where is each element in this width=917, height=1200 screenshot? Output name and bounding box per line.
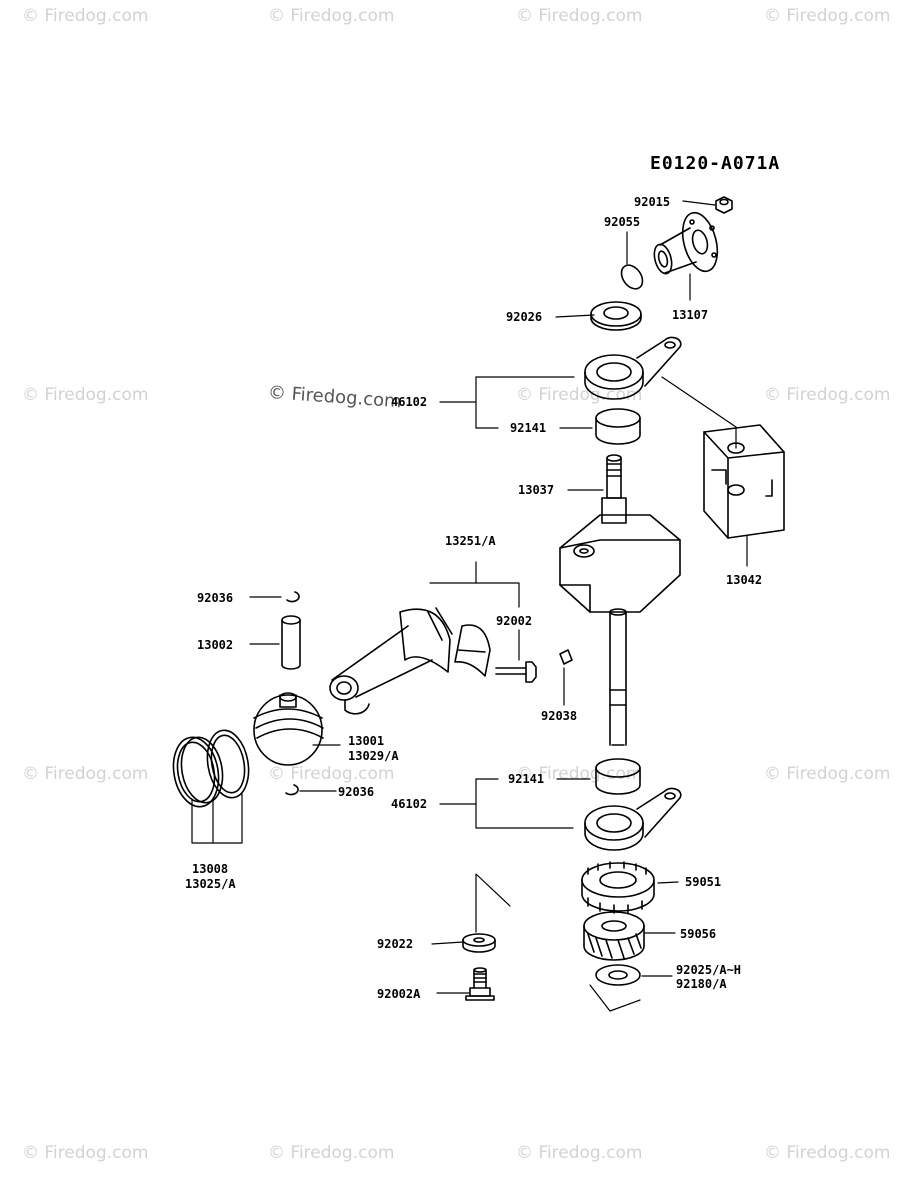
part-46102-balancer-top [584,336,682,400]
part-92038-key [559,649,573,665]
watermark: © Firedog.com [268,1143,395,1163]
part-92141-bushing-top [595,408,641,445]
part-label-92036-top[interactable]: 92036 [197,591,234,605]
part-59051-gear [581,861,655,914]
part-92036-clip-bottom [285,784,299,796]
part-label-92022[interactable]: 92022 [377,937,414,951]
part-92022-washer [462,933,496,953]
part-label-13042[interactable]: 13042 [726,573,763,587]
part-label-92015[interactable]: 92015 [634,195,671,209]
part-label-13037[interactable]: 13037 [518,483,555,497]
part-label-46102-top[interactable]: 46102 [391,395,428,409]
part-label-13025A[interactable]: 13025/A [185,877,236,891]
part-92025-washer [595,964,641,986]
part-59056-helical-gear [583,911,645,961]
part-92002-bolt [495,661,537,683]
part-label-13029A[interactable]: 13029/A [348,749,399,763]
watermark: © Firedog.com [516,6,643,26]
part-92036-clip-top [286,591,300,603]
part-92002A-bolt [465,967,495,1001]
part-label-59051[interactable]: 59051 [685,875,722,889]
diagram-code: E0120-A071A [650,153,781,174]
part-92055-oring [620,264,644,290]
watermark: © Firedog.com [22,1143,149,1163]
part-92015-nut [715,196,733,214]
part-label-59056[interactable]: 59056 [680,927,717,941]
part-92141-bushing-bottom [595,758,641,795]
part-13001-piston [253,692,324,766]
part-label-13008[interactable]: 13008 [192,862,229,876]
part-13037-crankshaft [559,454,681,746]
watermark: © Firedog.com [764,385,891,405]
part-46102-balancer-bottom [584,787,682,851]
part-label-92002A[interactable]: 92002A [377,987,421,1001]
part-label-92026[interactable]: 92026 [506,310,543,324]
watermark: © Firedog.com [22,6,149,26]
part-13042-weight-block [703,424,785,539]
part-13002-piston-pin [281,615,301,670]
part-92026-washer [590,301,642,331]
part-label-92025AH[interactable]: 92025/A~H [676,963,742,977]
part-label-92002[interactable]: 92002 [496,614,533,628]
watermark: © Firedog.com [268,764,395,784]
watermark: © Firedog.com [764,1143,891,1163]
watermark: © Firedog.com [22,764,149,784]
part-label-13107[interactable]: 13107 [672,308,709,322]
part-13008-piston-rings [172,729,250,808]
part-label-92036-bottom[interactable]: 92036 [338,785,375,799]
watermark: © Firedog.com [516,385,643,405]
part-label-13002[interactable]: 13002 [197,638,234,652]
part-label-13251A[interactable]: 13251/A [445,534,496,548]
watermark: © Firedog.com [516,1143,643,1163]
part-label-92141-top[interactable]: 92141 [510,421,547,435]
watermark: © Firedog.com [764,764,891,784]
watermark: © Firedog.com [516,764,643,784]
watermark: © Firedog.com [764,6,891,26]
part-label-92038[interactable]: 92038 [541,709,578,723]
leader-lines [191,200,748,1012]
watermark: © Firedog.com [268,6,395,26]
part-label-92180A[interactable]: 92180/A [676,977,727,991]
part-label-13001[interactable]: 13001 [348,734,385,748]
part-13251A-connecting-rod [329,607,491,715]
part-label-92055[interactable]: 92055 [604,215,641,229]
part-13107-flange [653,211,719,275]
part-label-46102-bottom[interactable]: 46102 [391,797,428,811]
watermark: © Firedog.com [22,385,149,405]
part-label-92141-bottom[interactable]: 92141 [508,772,545,786]
